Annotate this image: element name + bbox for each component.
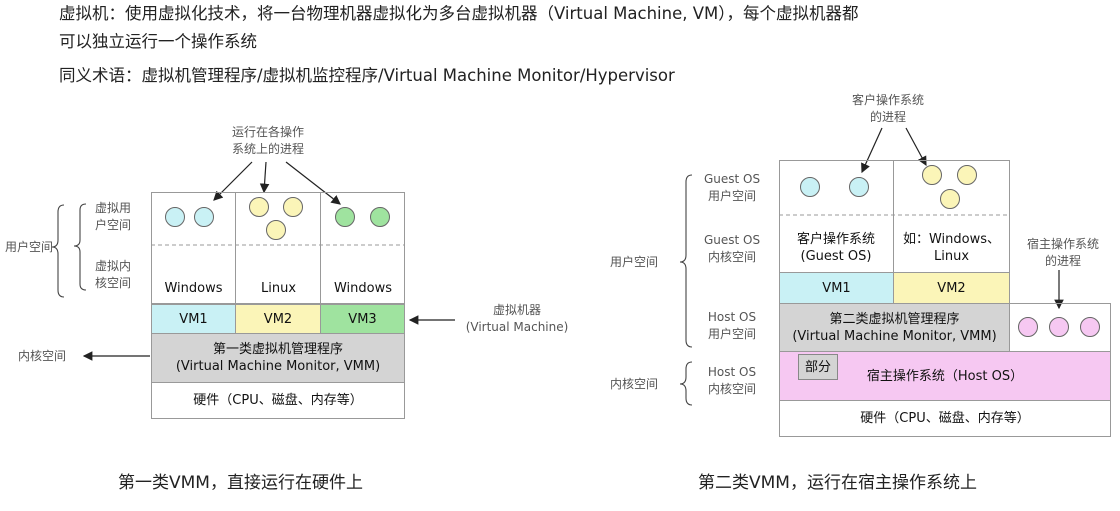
type2-vmm-block: 第二类虚拟机管理程序 (Virtual Machine Monitor, VMM… [779,303,1010,352]
left-hardware-block: 硬件（CPU、磁盘、内存等） [151,382,405,419]
left-caption: 第一类VMM，直接运行在硬件上 [118,473,363,493]
process-circle [266,220,286,240]
process-circle [249,197,269,217]
left-user-area [151,192,405,304]
host-user-space-label: Host OS 用户空间 [707,310,757,341]
left-process-arrow-1 [213,161,253,201]
right-vm1-block: VM1 [779,272,894,304]
left-col-divider-2 [320,192,321,304]
right-user-space-label: 用户空间 [609,255,658,269]
left-col-divider-1 [235,192,236,304]
left-process-label: 运行在各操作 系统上的进程 [231,125,304,156]
right-user-brace [679,174,693,348]
process-circle [370,207,390,227]
process-circle [165,207,185,227]
host-process-label: 宿主操作系统 的进程 [1026,237,1099,268]
right-process-arrow-1 [861,127,883,174]
right-process-arrow-2 [905,127,927,167]
guest-os-example: 如：Windows、 Linux [902,232,1001,264]
vm2-block: VM2 [235,304,321,334]
right-col-divider [893,160,894,273]
right-kernel-brace [679,361,693,406]
guest-os-label: 客户操作系统 (Guest OS) [796,232,875,264]
guest-user-space-label: Guest OS 用户空间 [703,172,761,203]
left-kernel-space-label: 内核空间 [17,349,66,363]
process-circle [1049,317,1069,337]
host-kernel-space-label: Host OS 内核空间 [707,365,757,396]
right-caption: 第二类VMM，运行在宿主操作系统上 [698,473,977,493]
process-circle [940,189,960,209]
right-kernel-space-label: 内核空间 [609,377,658,391]
process-circle [922,165,942,185]
virt-kernel-space-label: 虚拟内 核空间 [94,259,131,290]
os-name-2: Linux [260,280,297,296]
process-circle [957,165,977,185]
process-circle [1080,317,1100,337]
left-process-arrow-3 [285,161,341,205]
process-circle [800,177,820,197]
vm1-block: VM1 [151,304,236,334]
process-circle [283,197,303,217]
guest-process-label: 客户操作系统 的进程 [851,93,924,124]
process-circle [1018,317,1038,337]
synonyms-line: 同义术语：虚拟机管理程序/虚拟机监控程序/Virtual Machine Mon… [59,66,675,85]
right-vm2-block: VM2 [893,272,1010,304]
left-user-space-label: 用户空间 [4,240,53,254]
type1-vmm-block: 第一类虚拟机管理程序 (Virtual Machine Monitor, VMM… [151,333,405,383]
left-user-brace [51,204,65,298]
right-hardware-block: 硬件（CPU、磁盘、内存等） [779,400,1111,437]
left-virt-brace [73,203,87,291]
vmm-partial-block: 部分 [798,354,838,380]
process-circle [335,207,355,227]
virt-user-space-label: 虚拟用 户空间 [94,201,131,232]
process-circle [194,207,214,227]
left-process-arrow-2 [259,161,270,194]
definition-line-2: 可以独立运行一个操作系统 [59,32,257,51]
definition-line-1: 虚拟机：使用虚拟化技术，将一台物理机器虚拟化为多台虚拟机器（Virtual Ma… [59,4,859,23]
guest-kernel-space-label: Guest OS 内核空间 [703,233,761,264]
vm-label: 虚拟机器 (Virtual Machine) [465,303,569,334]
process-circle [849,177,869,197]
vm3-block: VM3 [320,304,405,334]
os-name-1: Windows [164,280,223,296]
os-name-3: Windows [333,280,393,296]
